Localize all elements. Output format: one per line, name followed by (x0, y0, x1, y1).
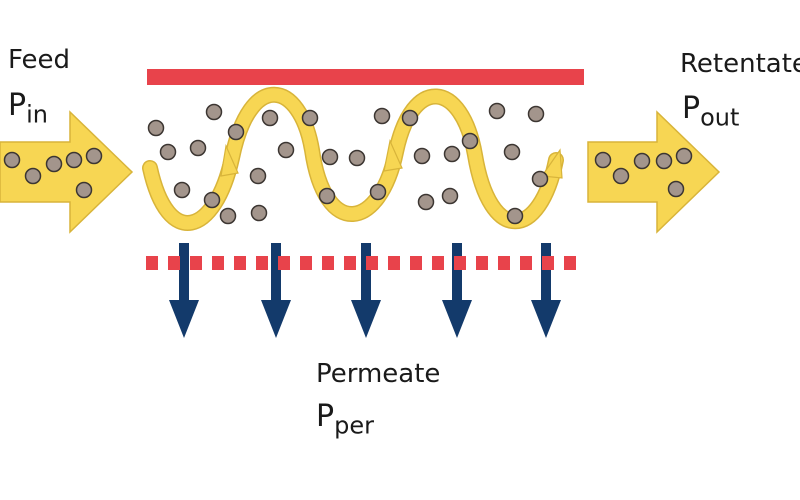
particle (24, 167, 42, 185)
particle (612, 167, 630, 185)
retentate-arrow (587, 110, 721, 234)
membrane-pore (520, 256, 532, 270)
particle (318, 187, 336, 205)
feed-pressure-label: Pin (8, 88, 48, 129)
particle (461, 132, 479, 150)
particle (675, 147, 693, 165)
membrane-pore (278, 256, 290, 270)
particle (373, 107, 391, 125)
membrane-pore (146, 256, 158, 270)
permeate-down-arrow (531, 243, 561, 338)
membrane-pore (344, 256, 356, 270)
particle (531, 170, 549, 188)
particle (159, 143, 177, 161)
particle (301, 109, 319, 127)
membrane-pore (212, 256, 224, 270)
membrane-pore (410, 256, 422, 270)
feed-arrow (0, 110, 134, 234)
permeate-down-arrow (169, 243, 199, 338)
membrane-pore (388, 256, 400, 270)
flow-arrowhead (383, 139, 403, 172)
particle (45, 155, 63, 173)
particle (441, 187, 459, 205)
particle (594, 151, 612, 169)
membrane-pore (564, 256, 576, 270)
particle (488, 102, 506, 120)
particle (3, 151, 21, 169)
particle (173, 181, 191, 199)
particle (369, 183, 387, 201)
particles (3, 102, 693, 225)
particle (249, 167, 267, 185)
permeate-arrows (169, 243, 561, 338)
membrane-pore (366, 256, 378, 270)
particle (227, 123, 245, 141)
feed-label: Feed (8, 45, 71, 75)
membrane-pore (234, 256, 246, 270)
retentate-label: Retentate (680, 49, 800, 79)
permeate-pressure-label: Pper (316, 399, 374, 440)
particle (443, 145, 461, 163)
particle (219, 207, 237, 225)
particle (413, 147, 431, 165)
permeate-down-arrow (261, 243, 291, 338)
particle (189, 139, 207, 157)
membrane-pore (476, 256, 488, 270)
particle (506, 207, 524, 225)
particle (655, 152, 673, 170)
flow-arrowhead (540, 148, 563, 179)
membrane (146, 256, 576, 270)
wavy-flow-arrow (142, 86, 564, 231)
membrane-pore (190, 256, 202, 270)
permeate-label: Permeate (316, 359, 441, 389)
particle (85, 147, 103, 165)
top-wall (147, 69, 584, 85)
membrane-pore (542, 256, 554, 270)
particle (321, 148, 339, 166)
particle (503, 143, 521, 161)
particle (261, 109, 279, 127)
particle (277, 141, 295, 159)
membrane-pore (256, 256, 268, 270)
retentate-pressure-label: Pout (682, 91, 740, 132)
flow-arrowhead (220, 143, 239, 177)
particle (417, 193, 435, 211)
particle (65, 151, 83, 169)
particle (203, 191, 221, 209)
membrane-pore (498, 256, 510, 270)
membrane-pore (322, 256, 334, 270)
particle (667, 180, 685, 198)
particle (75, 181, 93, 199)
permeate-down-arrow (442, 243, 472, 338)
particle (250, 204, 268, 222)
particle (348, 149, 366, 167)
membrane-pore (432, 256, 444, 270)
membrane-pore (454, 256, 466, 270)
particle (401, 109, 419, 127)
membrane-pore (300, 256, 312, 270)
particle (633, 152, 651, 170)
particle (147, 119, 165, 137)
membrane-pore (168, 256, 180, 270)
permeate-down-arrow (351, 243, 381, 338)
particle (527, 105, 545, 123)
particle (205, 103, 223, 121)
